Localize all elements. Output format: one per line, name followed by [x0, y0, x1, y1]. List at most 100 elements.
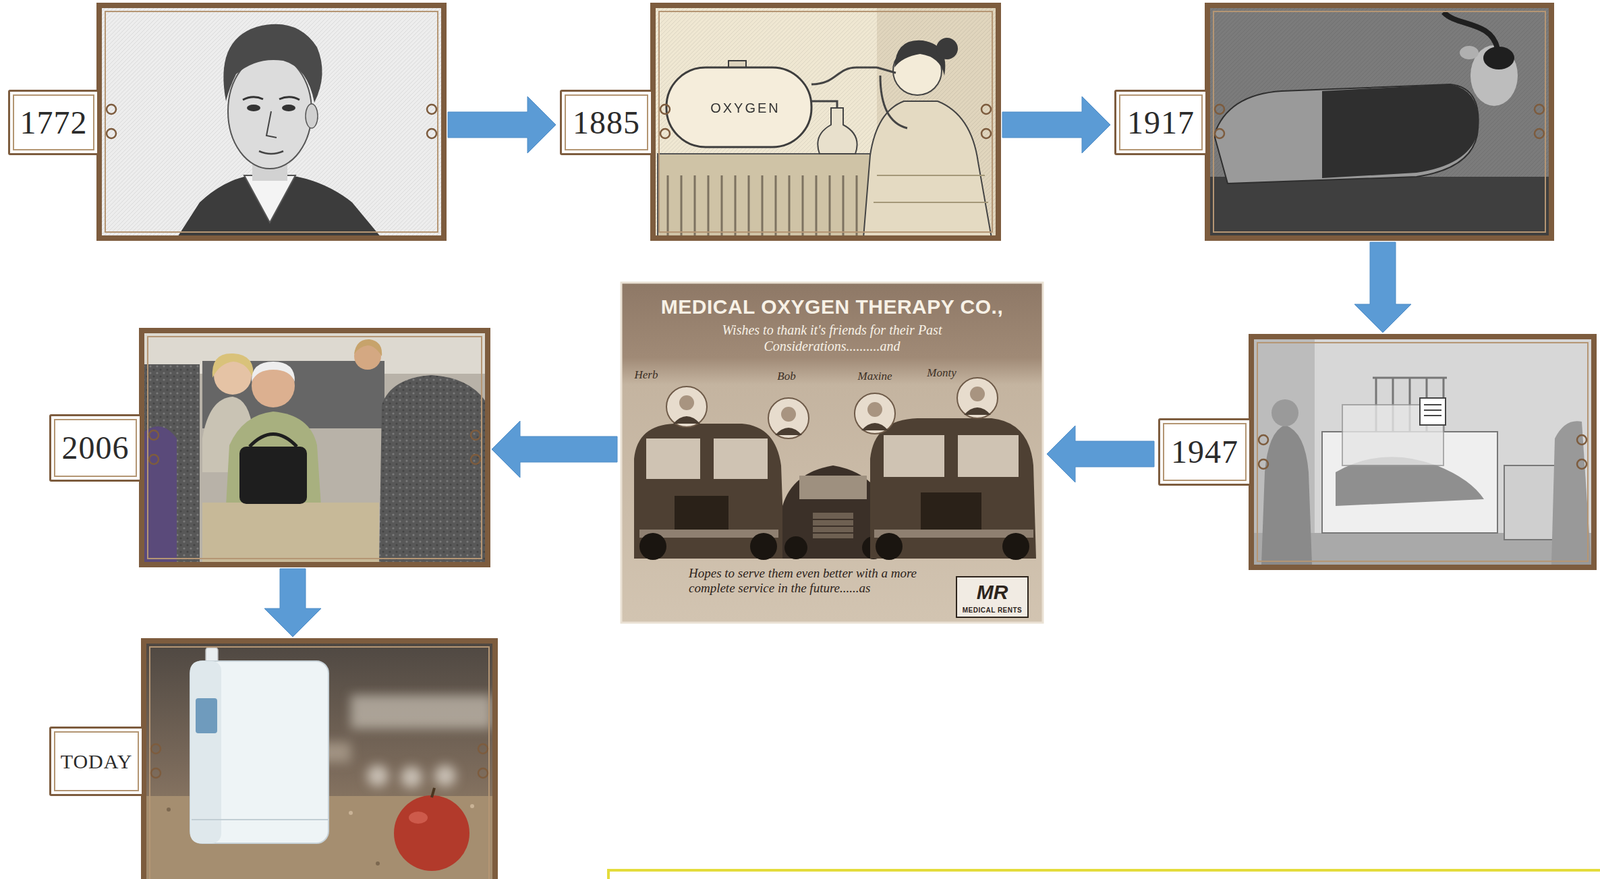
ornate-frame-part [147, 336, 482, 559]
advert-poster-part [646, 438, 701, 479]
timeline-frame: 1772 [8, 5, 444, 239]
mask-patient-photo-part [1483, 46, 1515, 70]
ornate-frame-part [652, 5, 999, 239]
year-tab: 1917 [1114, 89, 1208, 156]
portrait-engraving-part [266, 111, 277, 138]
ornate-frame-part [478, 744, 488, 754]
year-tab: 1772 [8, 89, 100, 156]
mask-patient-photo-part [1210, 176, 1549, 236]
ornate-frame-part [1214, 128, 1225, 139]
ornate-frame-part [149, 454, 159, 465]
cabin-photo-part [239, 446, 307, 504]
ornate-frame-part [660, 128, 670, 139]
timeline-frame: 1885 [559, 5, 999, 239]
concentrator-photo [146, 643, 493, 879]
advert-poster-part [799, 475, 867, 500]
portrait-engraving-part [223, 24, 322, 103]
ornate-frame-part [1214, 104, 1225, 114]
oxygen-tank-engraving [655, 8, 996, 236]
oxygen-tank-engraving-part [811, 67, 877, 85]
advert-poster-part [781, 406, 796, 422]
cabin-photo-part [202, 502, 380, 562]
block-arrow [1046, 425, 1155, 483]
concentrator-photo-part [166, 807, 171, 812]
year-tab: 1947 [1158, 418, 1252, 486]
concentrator-photo-part [470, 804, 475, 809]
portrait-engraving-part [101, 8, 442, 236]
ornate-frame-part [660, 104, 670, 114]
poster-panel: MEDICAL OXYGEN THERAPY CO.,Wishes to tha… [621, 282, 1043, 623]
logo-mark: MR [976, 580, 1009, 604]
oxygen-tank-engraving-part [873, 175, 989, 203]
ornate-frame-part [141, 330, 488, 565]
hospital-photo-part [1271, 399, 1299, 427]
timeline-frame: 1947 [1158, 336, 1594, 568]
concentrator-photo-part [191, 818, 328, 821]
advert-poster-part [673, 416, 701, 424]
cabin-photo-part [379, 375, 485, 562]
ornate-frame-part [1534, 104, 1545, 114]
portrait-engraving-part [244, 175, 296, 223]
oxygen-tank-engraving-part [936, 37, 958, 60]
advert-poster-part [679, 395, 695, 411]
portrait-engraving-part [281, 104, 296, 112]
ornate-frame-part [106, 128, 117, 139]
portrait-engraving-part [259, 151, 284, 154]
year-tab: 2006 [49, 414, 142, 482]
timeline-frame: 2006 [49, 330, 488, 565]
year-label: 1772 [20, 106, 88, 139]
hospital-photo-part [1253, 339, 1592, 565]
timeline-frame: 1917 [1114, 5, 1552, 239]
block-arrow [447, 96, 556, 154]
advert-poster-part [875, 532, 903, 560]
advert-poster-part [775, 427, 803, 436]
person-name: Monty [926, 366, 956, 380]
advert-poster-part [1002, 532, 1030, 560]
cabin-photo-part [144, 426, 177, 562]
concentrator-photo-part [434, 764, 456, 787]
poster-heading: MEDICAL OXYGEN THERAPY CO., [630, 294, 1035, 320]
mask-patient-photo-part [1322, 84, 1479, 179]
cabin-photo-part [251, 361, 295, 382]
ornate-frame-part [426, 104, 437, 114]
ornate-frame-part [1577, 435, 1587, 445]
oxygen-tank-engraving-part [876, 67, 896, 73]
hospital-photo-part [1261, 424, 1312, 565]
oxygen-tank-engraving-part [657, 153, 881, 236]
cabin-photo-part [354, 339, 382, 357]
ornate-frame-part [99, 5, 444, 239]
oxygen-tank-engraving-part [667, 175, 871, 236]
advert-poster-part [957, 435, 1019, 477]
portrait-engraving-part [246, 104, 261, 112]
concentrator-photo-part [393, 795, 470, 871]
advert-poster-part [920, 492, 982, 532]
cabin-photo-part [212, 353, 254, 380]
mask-patient-photo-part [1214, 84, 1479, 184]
concentrator-photo-part [190, 661, 329, 844]
advert-poster-part [956, 576, 1028, 618]
ornate-frame-part [1534, 128, 1545, 139]
ornate-frame-part [659, 11, 993, 233]
ornate-frame-part [149, 430, 159, 440]
year-label: 2006 [62, 431, 130, 465]
concentrator-photo-part [431, 787, 435, 798]
oxygen-tank-engraving-part [666, 67, 812, 148]
advert-poster-part [750, 532, 778, 560]
year-label: 1947 [1170, 435, 1239, 469]
ornate-frame-part [478, 768, 488, 778]
ornate-frame-part [1207, 5, 1552, 239]
ornate-frame-part [1577, 459, 1587, 469]
advert-poster-part [812, 512, 854, 539]
portrait-engraving-part [101, 8, 442, 236]
year-tab: TODAY [49, 726, 144, 796]
advert-poster-part [784, 536, 808, 560]
concentrator-photo-part [400, 766, 423, 788]
year-label: TODAY [60, 751, 133, 772]
ornate-frame-part [151, 744, 161, 754]
ornate-frame-part [1213, 11, 1546, 233]
ornate-frame-part [151, 768, 161, 778]
note-box-part [608, 870, 1600, 879]
portrait-engraving [101, 8, 442, 236]
